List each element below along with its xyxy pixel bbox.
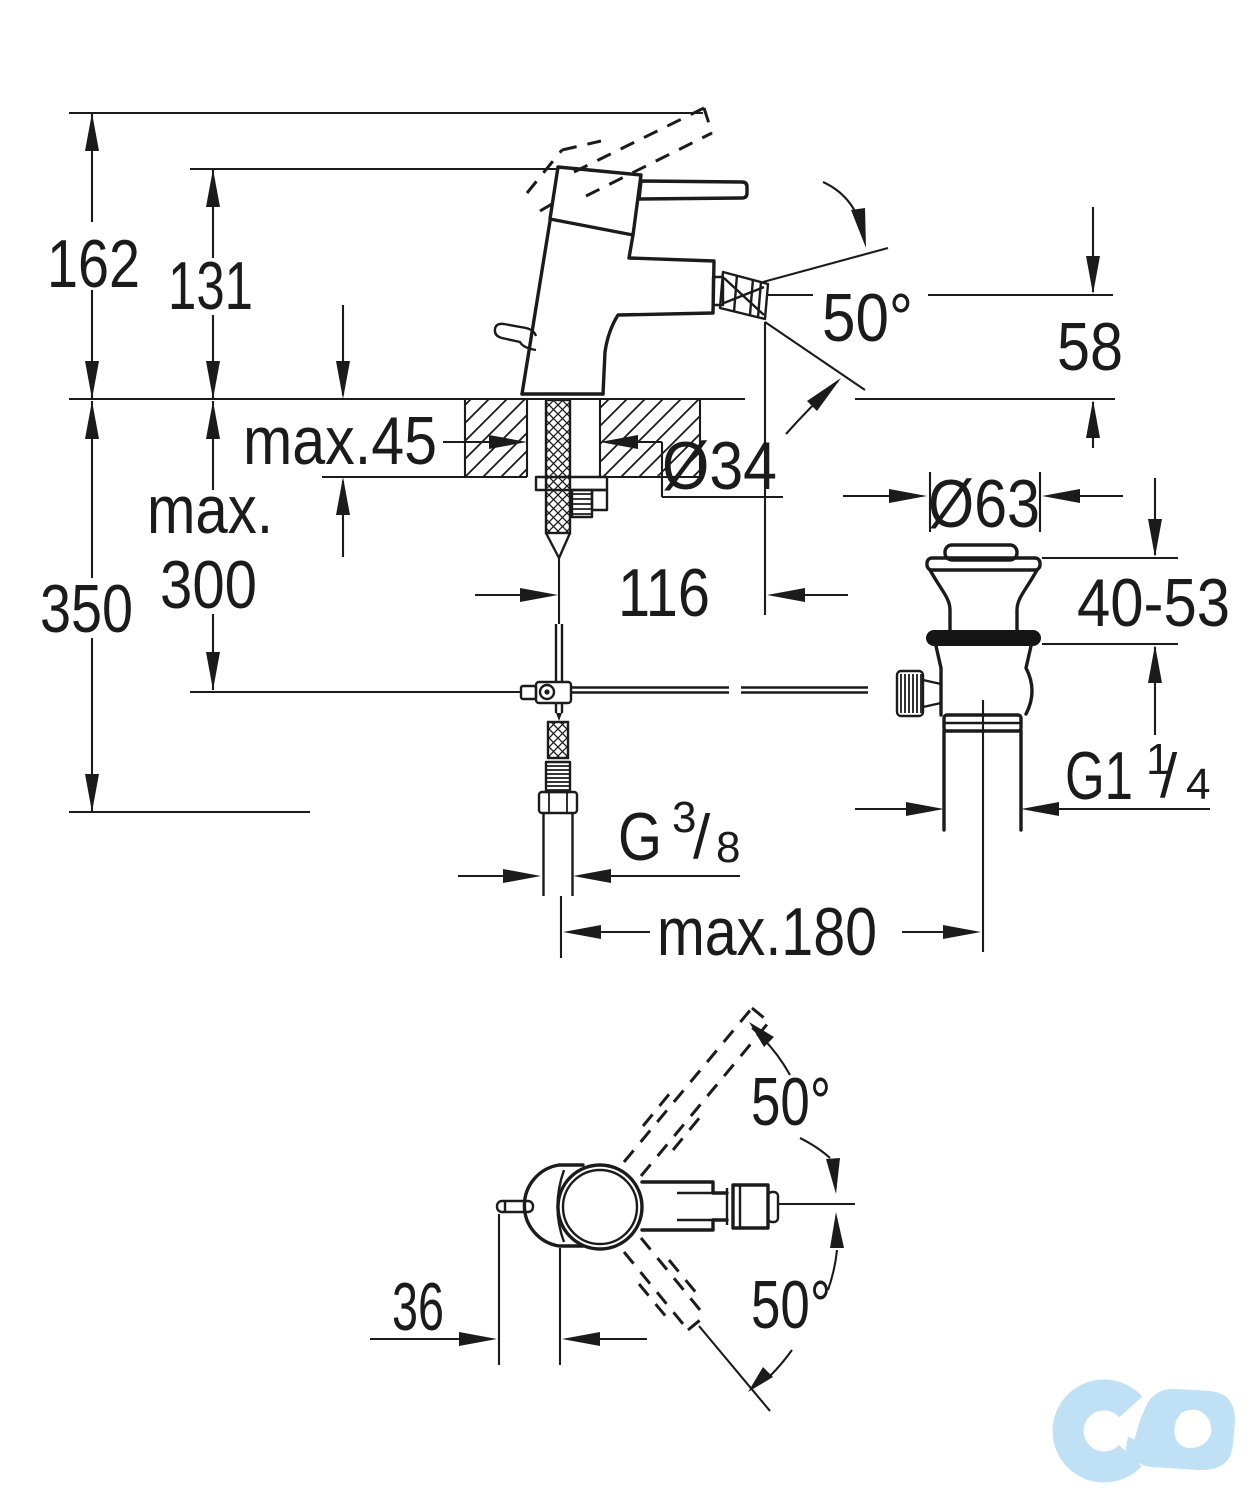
top-view-drawing: 50° 50° 36 [370,1006,855,1412]
waste-thread-sub: 4 [1186,760,1210,809]
dim-deck-thickness: max.45 [243,403,437,479]
front-view-drawing: 162 131 max.45 Ø34 max. 300 350 50° 58 Ø… [40,106,1230,970]
dim-knob-offset: 36 [392,1269,444,1345]
waste-valve-knob [895,669,942,718]
dim-waste-range: 40-53 [1077,565,1230,641]
faucet-body [493,106,770,396]
dim-swivel-lower: 50° [751,1267,831,1343]
supply-thread-sub: 8 [716,823,740,872]
dim-hole-diameter: Ø34 [662,428,777,504]
popup-knob-top [495,1199,535,1214]
dim-swivel-upper: 50° [751,1064,831,1140]
dim-flange-diameter: Ø63 [928,466,1040,542]
reference-lines [69,111,1178,814]
spout-angle-annotation [762,181,889,435]
dimension-arrows [85,113,1162,939]
dim-supply-thread: G 3 / 8 [618,793,740,875]
dim-depth-label: max. [147,472,273,548]
dim-height-total: 162 [47,226,140,302]
swivel-angle-annotation [748,1022,855,1392]
waste-thread-sup: 1 [1146,735,1170,784]
handle-raised-dashed [525,106,714,213]
popup-waste-assembly [895,543,1042,952]
dim-rod-length: max.180 [657,894,877,970]
countertop-section [463,398,702,478]
horizontal-popup-rod [571,686,868,694]
cd-infinity-logo-icon [1052,1379,1235,1483]
dim-spout-projection: 116 [618,555,710,631]
popup-knob-front [493,322,538,352]
handle-swivel-dashed [622,1006,771,1412]
popup-rod-pivot [519,680,573,721]
dim-hose-length: 350 [40,571,133,647]
aerator-front [711,270,770,321]
faucet-top-view [495,1006,780,1412]
dim-spout-angle: 50° [822,280,913,356]
waste-thread-slash: / [1160,742,1178,811]
supply-hose-assembly [519,398,868,958]
dim-outlet-height: 58 [1057,309,1123,385]
supply-thread-slash: / [693,803,711,872]
spout-top-view [640,1180,780,1232]
supply-thread-main: G [618,799,662,875]
dim-depth-value: 300 [160,547,257,623]
knob-offset-dimension [370,1214,647,1365]
supply-thread-sup: 3 [672,793,696,842]
dim-height-body: 131 [168,248,253,324]
dim-waste-thread: G1 1 / 4 [1065,735,1210,814]
waste-thread-main: G1 [1065,738,1133,814]
